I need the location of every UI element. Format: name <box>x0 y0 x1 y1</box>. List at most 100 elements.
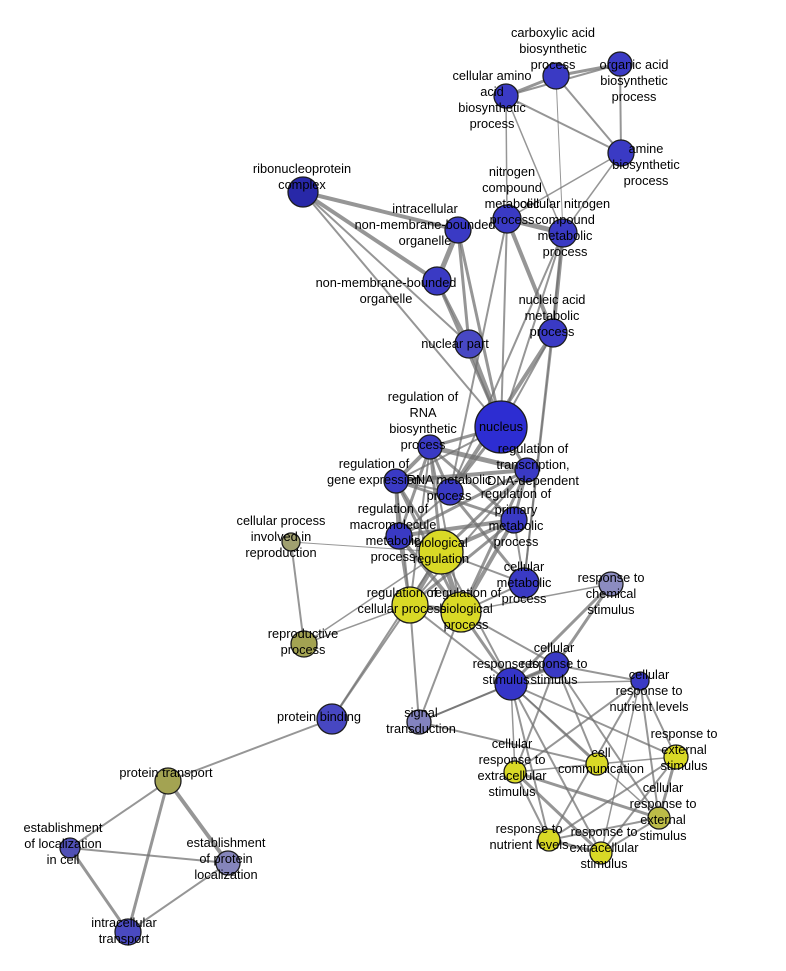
edge-cellular-response-to-stimulus--cell-communication[interactable] <box>555 664 598 765</box>
edge-cellular-response-to-stimulus--signal-transduction[interactable] <box>418 664 557 723</box>
node-regulation-of-primary-metabolic-process[interactable] <box>500 506 528 534</box>
edge-cellular-response-to-stimulus--cellular-response-to-nutrient-levels[interactable] <box>555 664 641 682</box>
edge-protein-binding--biological-regulation[interactable] <box>331 551 442 720</box>
edge-ribonucleoprotein-complex--nuclear-part[interactable] <box>302 191 470 345</box>
edge-protein-transport--establishment-of-protein-localization[interactable] <box>166 779 230 865</box>
node-cellular-process-involved-in-reproduction[interactable] <box>281 532 301 552</box>
edge-response-to-nutrient-levels--cellular-response-to-external-stimulus[interactable] <box>548 817 660 841</box>
edge-cellular-response-to-extracellular-stimulus--response-to-nutrient-levels[interactable] <box>514 771 550 841</box>
edge-cellular-response-to-stimulus--cellular-response-to-extracellular-stimulus[interactable] <box>514 664 557 773</box>
node-cellular-response-to-stimulus[interactable] <box>542 651 570 679</box>
edge-cellular-process-involved-in-reproduction--biological-regulation[interactable] <box>290 541 442 553</box>
edge-cell-communication--signal-transduction[interactable] <box>418 721 598 765</box>
edge-carboxylic-acid-biosynthetic-process--amine-biosynthetic-process[interactable] <box>555 75 622 154</box>
node-nuclear-part[interactable] <box>454 329 484 359</box>
edge-ribonucleoprotein-complex--intracellular-non-membrane-bounded-organelle[interactable] <box>301 190 460 232</box>
edge-cell-communication--cellular-response-to-extracellular-stimulus[interactable] <box>514 763 598 773</box>
edge-cellular-response-to-stimulus--cellular-response-to-external-stimulus[interactable] <box>555 664 660 819</box>
node-intracellular-non-membrane-bounded-organelle[interactable] <box>444 216 472 244</box>
edge-response-to-stimulus--response-to-chemical-stimulus[interactable] <box>509 582 613 686</box>
node-cell-communication[interactable] <box>585 752 609 776</box>
node-amine-biosynthetic-process[interactable] <box>607 139 635 167</box>
edge-cellular-amino-acid-biosynthetic-process--nitrogen-compound-metabolic-process[interactable] <box>505 95 508 220</box>
edge-ribonucleoprotein-complex--non-membrane-bounded-organelle[interactable] <box>301 190 439 283</box>
edge-reproductive-process--biological-regulation[interactable] <box>303 551 442 645</box>
edge-intracellular-non-membrane-bounded-organelle--nuclear-part[interactable] <box>456 228 471 346</box>
node-ribonucleoprotein-complex[interactable] <box>287 176 319 208</box>
edge-cellular-amino-acid-biosynthetic-process--amine-biosynthetic-process[interactable] <box>505 95 622 154</box>
edge-response-to-external-stimulus--response-to-nutrient-levels[interactable] <box>548 756 677 841</box>
edge-cellular-metabolic-process--rna-metabolic-process[interactable] <box>448 490 526 585</box>
node-establishment-of-protein-localization[interactable] <box>215 850 241 876</box>
edge-regulation-of-biological-process--regulation-of-transcription-dna-dependent[interactable] <box>459 468 529 614</box>
edge-cellular-response-to-stimulus--response-to-chemical-stimulus[interactable] <box>554 582 613 667</box>
edge-regulation-of-rna-biosynthetic-process--regulation-of-transcription-dna-dependent[interactable] <box>427 444 530 473</box>
edge-regulation-of-cellular-process--regulation-of-transcription-dna-dependent[interactable] <box>409 469 528 606</box>
node-protein-binding[interactable] <box>316 703 348 735</box>
node-regulation-of-gene-expression[interactable] <box>383 468 409 494</box>
node-non-membrane-bounded-organelle[interactable] <box>422 266 452 296</box>
edge-cellular-nitrogen-compound-metabolic-process--rna-metabolic-process[interactable] <box>449 232 564 493</box>
edge-cellular-response-to-extracellular-stimulus--response-to-extracellular-stimulus[interactable] <box>513 770 603 855</box>
node-nitrogen-compound-metabolic-process[interactable] <box>492 204 522 234</box>
node-cellular-response-to-extracellular-stimulus[interactable] <box>503 760 527 784</box>
node-protein-transport[interactable] <box>154 767 182 795</box>
node-nucleic-acid-metabolic-process[interactable] <box>538 318 568 348</box>
node-biological-regulation[interactable] <box>418 529 464 575</box>
node-response-to-stimulus[interactable] <box>494 667 528 701</box>
edge-establishment-of-protein-localization--establishment-of-localization-in-cell[interactable] <box>69 847 229 864</box>
edge-cellular-process-involved-in-reproduction--reproductive-process[interactable] <box>290 541 305 645</box>
edge-cellular-response-to-nutrient-levels--response-to-extracellular-stimulus[interactable] <box>600 680 641 854</box>
edge-signal-transduction--regulation-of-cellular-process[interactable] <box>409 604 420 723</box>
edge-amine-biosynthetic-process--cellular-nitrogen-compound-metabolic-process[interactable] <box>562 152 622 234</box>
node-response-to-nutrient-levels[interactable] <box>537 828 561 852</box>
edge-response-to-chemical-stimulus--regulation-of-biological-process[interactable] <box>460 583 612 613</box>
edge-protein-binding--protein-transport[interactable] <box>167 718 333 782</box>
node-organic-acid-biosynthetic-process[interactable] <box>607 51 633 77</box>
node-cellular-metabolic-process[interactable] <box>508 567 540 599</box>
edge-establishment-of-protein-localization--intracellular-transport[interactable] <box>127 862 229 933</box>
edge-cellular-response-to-nutrient-levels--cellular-response-to-extracellular-stimulus[interactable] <box>514 680 641 773</box>
node-cellular-response-to-external-stimulus[interactable] <box>647 806 671 830</box>
node-response-to-chemical-stimulus[interactable] <box>598 571 624 597</box>
edge-response-to-stimulus--cellular-response-to-nutrient-levels[interactable] <box>510 680 641 685</box>
edge-nitrogen-compound-metabolic-process--nucleic-acid-metabolic-process[interactable] <box>505 217 555 335</box>
edge-regulation-of-cellular-process--regulation-of-rna-biosynthetic-process[interactable] <box>409 446 431 606</box>
node-regulation-of-cellular-process[interactable] <box>391 586 429 624</box>
node-cellular-response-to-nutrient-levels[interactable] <box>630 671 650 691</box>
edge-cellular-response-to-nutrient-levels--response-to-external-stimulus[interactable] <box>639 680 677 758</box>
edge-cellular-metabolic-process--nucleic-acid-metabolic-process[interactable] <box>523 332 554 584</box>
edge-response-to-stimulus--regulation-of-cellular-process[interactable] <box>409 604 512 685</box>
edge-regulation-of-primary-metabolic-process--regulation-of-rna-biosynthetic-process[interactable] <box>428 445 516 522</box>
edge-cellular-nitrogen-compound-metabolic-process--nucleus[interactable] <box>500 232 564 428</box>
node-regulation-of-rna-biosynthetic-process[interactable] <box>417 434 443 460</box>
edge-organic-acid-biosynthetic-process--amine-biosynthetic-process[interactable] <box>619 63 622 154</box>
edge-cellular-amino-acid-biosynthetic-process--cellular-nitrogen-compound-metabolic-process[interactable] <box>505 95 564 234</box>
edge-ribonucleoprotein-complex--nucleus[interactable] <box>302 191 502 428</box>
edge-protein-transport--intracellular-transport[interactable] <box>126 779 170 934</box>
node-cellular-amino-acid-biosynthetic-process[interactable] <box>493 83 519 109</box>
node-regulation-of-biological-process[interactable] <box>440 591 482 633</box>
edge-cellular-response-to-nutrient-levels--cellular-response-to-external-stimulus[interactable] <box>639 680 660 819</box>
node-regulation-of-macromolecule-metabolic-process[interactable] <box>385 522 413 550</box>
node-reproductive-process[interactable] <box>290 630 318 658</box>
edge-response-to-stimulus--cellular-response-to-external-stimulus[interactable] <box>510 683 660 819</box>
edge-cellular-response-to-extracellular-stimulus--cellular-response-to-external-stimulus[interactable] <box>513 770 661 820</box>
edge-intracellular-non-membrane-bounded-organelle--nucleus[interactable] <box>456 228 503 429</box>
node-intracellular-transport[interactable] <box>114 918 142 946</box>
node-response-to-extracellular-stimulus[interactable] <box>589 841 613 865</box>
edge-nitrogen-compound-metabolic-process--nucleus[interactable] <box>500 218 508 428</box>
node-signal-transduction[interactable] <box>406 709 432 735</box>
node-carboxylic-acid-biosynthetic-process[interactable] <box>542 62 570 90</box>
edge-protein-transport--establishment-of-localization-in-cell[interactable] <box>69 780 169 849</box>
node-rna-metabolic-process[interactable] <box>436 478 464 506</box>
edge-cell-communication--response-to-external-stimulus[interactable] <box>596 756 677 765</box>
edge-regulation-of-biological-process--regulation-of-rna-biosynthetic-process[interactable] <box>429 446 462 613</box>
edge-amine-biosynthetic-process--nitrogen-compound-metabolic-process[interactable] <box>506 152 622 220</box>
edge-regulation-of-rna-biosynthetic-process--regulation-of-macromolecule-metabolic-process[interactable] <box>397 445 432 538</box>
node-response-to-external-stimulus[interactable] <box>663 744 689 770</box>
edge-reproductive-process--regulation-of-cellular-process[interactable] <box>303 604 411 645</box>
node-establishment-of-localization-in-cell[interactable] <box>59 837 81 859</box>
edge-response-to-external-stimulus--response-to-extracellular-stimulus[interactable] <box>600 756 677 854</box>
